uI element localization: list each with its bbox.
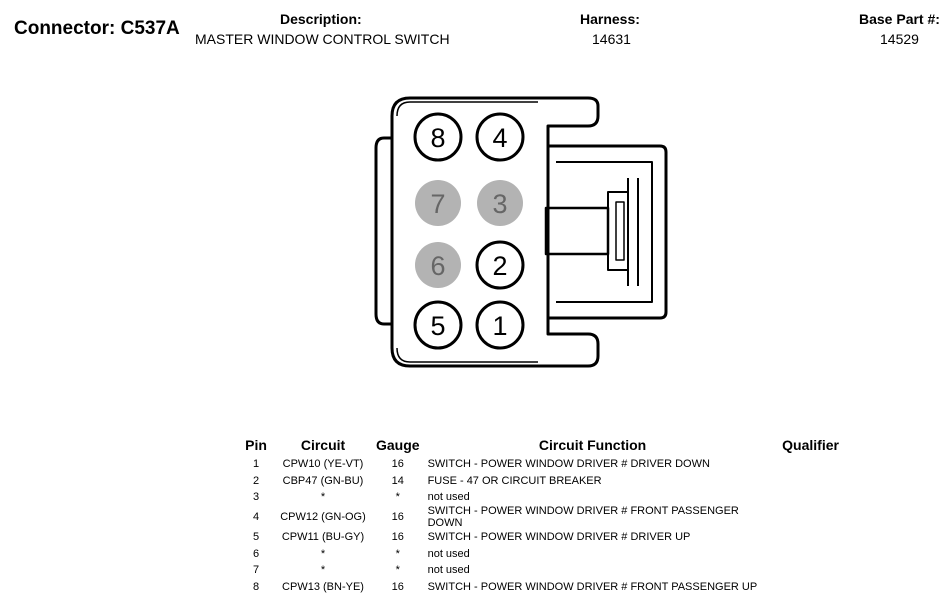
pin-label-2: 2	[492, 251, 507, 281]
cell-gauge: 16	[391, 458, 404, 471]
cell-circuit: *	[320, 547, 326, 560]
pin-cavity-3	[477, 180, 523, 226]
cell-circuit: *	[320, 490, 326, 503]
cell-circuit-function: not used	[427, 547, 470, 560]
header-gauge: Gauge	[376, 437, 420, 453]
base-part-value: 14529	[880, 31, 919, 47]
pin-label-6: 6	[430, 251, 445, 281]
connector-lock-clip	[607, 191, 629, 271]
cell-gauge: *	[395, 490, 400, 503]
connector-lock-inner	[556, 161, 653, 303]
cell-circuit: CPW12 (GN-OG)	[280, 511, 366, 524]
pin-cavity-6	[415, 242, 461, 288]
pin-label-5: 5	[430, 311, 445, 341]
cell-pin: 2	[252, 474, 260, 487]
header-circuit-function: Circuit Function	[538, 437, 647, 453]
cell-qualifier	[762, 529, 860, 545]
pin-table-header: Pin Circuit Gauge Circuit Function Quali…	[238, 436, 860, 456]
table-row: 2 CBP47 (GN-BU) 14 FUSE - 47 OR CIRCUIT BRE…	[238, 472, 860, 488]
cell-pin: 7	[252, 564, 260, 577]
pin-label-3: 3	[492, 189, 507, 219]
cell-qualifier	[762, 578, 860, 594]
pin-cavity-5	[413, 300, 463, 350]
connector-inner-frame	[396, 101, 538, 363]
cell-circuit-function: SWITCH - POWER WINDOW DRIVER # FRONT PAS…	[427, 580, 758, 593]
pin-cavity-8	[413, 112, 463, 162]
pin-table: Pin Circuit Gauge Circuit Function Quali…	[238, 436, 860, 595]
cell-pin: 5	[252, 531, 260, 544]
cell-circuit-function: not used	[427, 490, 470, 503]
harness-value: 14631	[592, 31, 631, 47]
cell-gauge: *	[395, 564, 400, 577]
cell-gauge: 16	[391, 531, 404, 544]
cell-circuit-function: SWITCH - POWER WINDOW DRIVER # DRIVER DO…	[427, 458, 710, 471]
cell-pin: 8	[252, 580, 260, 593]
table-row: 4 CPW12 (GN-OG) 16 SWITCH - POWER WINDOW DR…	[238, 505, 860, 529]
table-row: 8 CPW13 (BN-YE) 16 SWITCH - POWER WINDOW DR…	[238, 578, 860, 594]
cell-gauge: 16	[391, 580, 404, 593]
header-circuit: Circuit	[300, 437, 346, 453]
connector-lock-clip-inner	[615, 201, 625, 261]
pin-label-4: 4	[492, 123, 507, 153]
pin-cavity-2	[475, 240, 525, 290]
cell-circuit: CPW13 (BN-YE)	[282, 580, 364, 593]
header-qualifier: Qualifier	[782, 437, 839, 453]
cell-circuit: *	[320, 564, 326, 577]
header-pin: Pin	[245, 437, 267, 453]
pin-label-7: 7	[430, 189, 445, 219]
cell-circuit: CPW10 (YE-VT)	[282, 458, 364, 471]
pin-cavity-4	[475, 112, 525, 162]
cell-gauge: *	[395, 547, 400, 560]
cell-circuit: CBP47 (GN-BU)	[282, 474, 364, 487]
cell-circuit-function: not used	[427, 564, 470, 577]
connector-body-outline	[390, 96, 600, 368]
cell-qualifier	[762, 505, 860, 529]
cell-gauge: 14	[391, 474, 404, 487]
cell-pin: 1	[252, 458, 260, 471]
cell-gauge: 16	[391, 511, 404, 524]
table-row: 3 * * not used	[238, 489, 860, 505]
table-row: 6 * * not used	[238, 546, 860, 562]
connector-left-latch	[374, 136, 393, 326]
connector-face-diagram: 8 4 7 3 6 2 5 1	[374, 96, 668, 368]
cell-circuit-function: SWITCH - POWER WINDOW DRIVER # DRIVER UP	[427, 531, 691, 544]
base-part-label: Base Part #:	[859, 11, 940, 27]
description-value: MASTER WINDOW CONTROL SWITCH	[195, 31, 450, 47]
cell-circuit-function: FUSE - 47 OR CIRCUIT BREAKER	[427, 474, 602, 487]
cell-qualifier	[762, 489, 860, 505]
pin-cavity-7	[415, 180, 461, 226]
harness-label: Harness:	[580, 11, 640, 27]
cell-pin: 3	[252, 490, 260, 503]
description-label: Description:	[280, 11, 362, 27]
table-row: 5 CPW11 (BU-GY) 16 SWITCH - POWER WINDOW DR…	[238, 529, 860, 545]
cell-pin: 4	[252, 511, 260, 524]
cell-circuit: CPW11 (BU-GY)	[281, 531, 365, 544]
pin-label-8: 8	[430, 123, 445, 153]
pin-label-1: 1	[492, 311, 507, 341]
connector-lock-tab	[544, 206, 610, 256]
pin-cavity-1	[475, 300, 525, 350]
cell-qualifier	[762, 562, 860, 578]
cell-circuit-function: SWITCH - POWER WINDOW DRIVER # FRONT PAS…	[427, 505, 739, 530]
cell-qualifier	[762, 456, 860, 472]
connector-lock-frame	[548, 144, 668, 320]
table-row: 1 CPW10 (YE-VT) 16 SWITCH - POWER WINDOW DR…	[238, 456, 860, 472]
cell-qualifier	[762, 546, 860, 562]
cell-qualifier	[762, 472, 860, 488]
table-row: 7 * * not used	[238, 562, 860, 578]
connector-title: Connector: C537A	[14, 18, 180, 39]
cell-pin: 6	[252, 547, 260, 560]
